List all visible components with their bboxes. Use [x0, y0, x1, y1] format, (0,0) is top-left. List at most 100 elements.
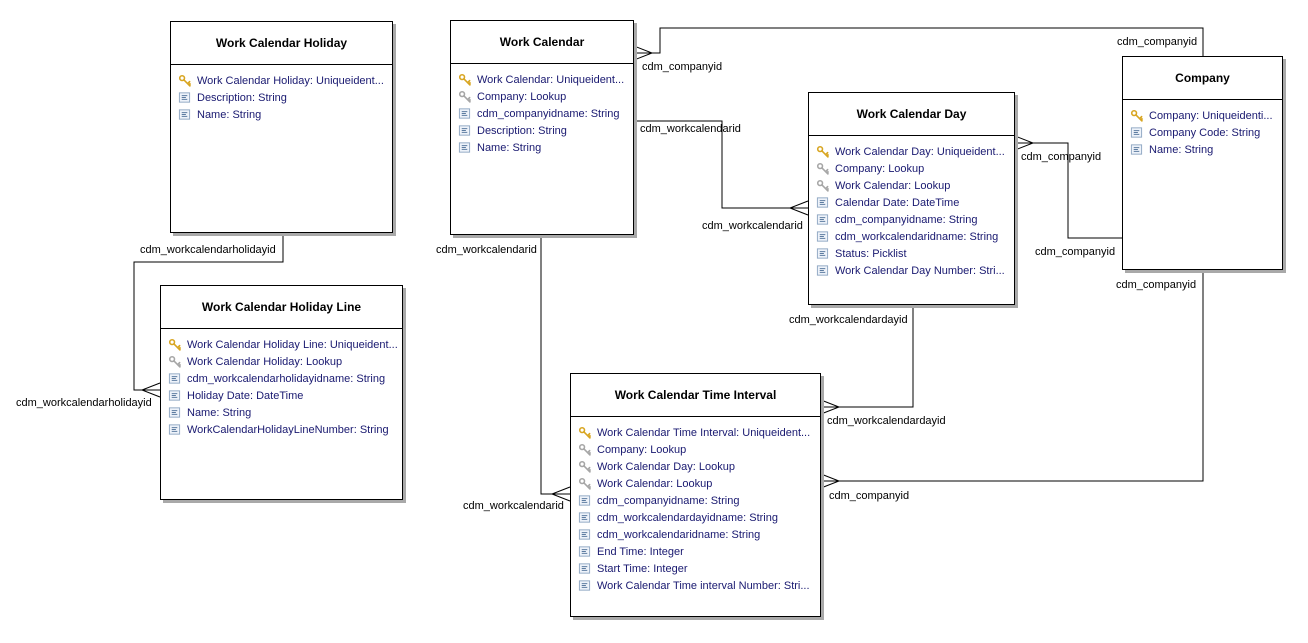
field-label: Company Code: String	[1149, 126, 1261, 139]
foreign-key-icon	[458, 90, 473, 104]
attribute-icon	[578, 528, 593, 542]
field-row: Description: String	[458, 122, 630, 139]
field-row: Work Calendar Holiday Line: Uniqueident.…	[168, 336, 399, 353]
connector-label: cdm_workcalendarid	[463, 500, 564, 512]
connector-work-calendar-day-company[interactable]	[1014, 135, 1122, 239]
field-row: Work Calendar Day Number: Stri...	[816, 262, 1011, 279]
field-row: Work Calendar Day: Lookup	[578, 458, 817, 475]
field-label: Work Calendar Holiday: Uniqueident...	[197, 74, 384, 87]
field-label: Name: String	[197, 108, 262, 121]
connector-label: cdm_workcalendarholidayid	[140, 244, 276, 256]
attribute-icon	[816, 247, 831, 261]
field-row: WorkCalendarHolidayLineNumber: String	[168, 421, 399, 438]
primary-key-icon	[1130, 109, 1145, 123]
connector-label: cdm_workcalendardayid	[827, 415, 946, 427]
entity-field-list: Work Calendar: Uniqueident... Company: L…	[451, 64, 633, 156]
entity-work-calendar-time-interval[interactable]: Work Calendar Time Interval Work Calenda…	[570, 373, 821, 617]
field-label: cdm_companyidname: String	[835, 213, 978, 226]
field-label: Work Calendar: Uniqueident...	[477, 73, 625, 86]
entity-work-calendar-day[interactable]: Work Calendar Day Work Calendar Day: Uni…	[808, 92, 1015, 305]
field-label: cdm_companyidname: String	[477, 107, 620, 120]
attribute-icon	[178, 91, 193, 105]
connector-label: cdm_workcalendarid	[702, 220, 803, 232]
attribute-icon	[578, 511, 593, 525]
connector-label: cdm_companyid	[1116, 279, 1197, 291]
field-label: Description: String	[477, 124, 567, 137]
field-row: cdm_companyidname: String	[816, 211, 1011, 228]
field-label: cdm_workcalendarholidayidname: String	[187, 372, 386, 385]
entity-work-calendar[interactable]: Work Calendar Work Calendar: Uniqueident…	[450, 20, 634, 235]
field-row: Work Calendar: Uniqueident...	[458, 71, 630, 88]
connector-holiday-holiday-line[interactable]	[133, 233, 284, 398]
primary-key-icon	[168, 338, 183, 352]
field-row: Work Calendar Time Interval: Uniqueident…	[578, 424, 817, 441]
connector-label: cdm_workcalendarholidayid	[16, 397, 152, 409]
connector-label: cdm_companyid	[1021, 151, 1102, 163]
field-label: Status: Picklist	[835, 247, 907, 260]
entity-company[interactable]: Company Company: Uniqueidenti... Company…	[1122, 56, 1283, 270]
primary-key-icon	[458, 73, 473, 87]
connector-work-calendar-day-time-interval[interactable]	[820, 305, 914, 415]
connector-label: cdm_companyid	[829, 490, 910, 502]
entity-work-calendar-holiday[interactable]: Work Calendar Holiday Work Calendar Holi…	[170, 21, 393, 233]
foreign-key-icon	[578, 443, 593, 457]
foreign-key-icon	[816, 179, 831, 193]
entity-title: Company	[1123, 57, 1282, 100]
entity-field-list: Company: Uniqueidenti... Company Code: S…	[1123, 100, 1282, 158]
attribute-icon	[816, 230, 831, 244]
field-row: Name: String	[458, 139, 630, 156]
foreign-key-icon	[168, 355, 183, 369]
connector-label: cdm_workcalendardayid	[789, 314, 908, 326]
field-label: Work Calendar Holiday: Lookup	[187, 355, 343, 368]
attribute-icon	[816, 196, 831, 210]
attribute-icon	[168, 423, 183, 437]
connector-work-calendar-time-interval[interactable]	[540, 235, 571, 502]
field-row: Company: Lookup	[578, 441, 817, 458]
field-label: Calendar Date: DateTime	[835, 196, 960, 209]
field-label: cdm_workcalendaridname: String	[597, 528, 761, 541]
field-row: Name: String	[1130, 141, 1279, 158]
field-label: Work Calendar Day: Lookup	[597, 460, 735, 473]
connector-work-calendar-company[interactable]	[633, 27, 1204, 61]
connector-label: cdm_companyid	[1117, 36, 1198, 48]
entity-field-list: Work Calendar Holiday Line: Uniqueident.…	[161, 329, 402, 438]
field-row: Work Calendar: Lookup	[578, 475, 817, 492]
field-label: Work Calendar Time interval Number: Stri…	[597, 579, 810, 592]
primary-key-icon	[178, 74, 193, 88]
attribute-icon	[816, 264, 831, 278]
field-row: Start Time: Integer	[578, 560, 817, 577]
field-row: Name: String	[168, 404, 399, 421]
entity-field-list: Work Calendar Day: Uniqueident... Compan…	[809, 136, 1014, 279]
field-label: cdm_workcalendaridname: String	[835, 230, 999, 243]
field-row: Company Code: String	[1130, 124, 1279, 141]
field-row: Company: Lookup	[816, 160, 1011, 177]
connector-time-interval-company[interactable]	[820, 270, 1204, 489]
field-row: Work Calendar Holiday: Uniqueident...	[178, 72, 389, 89]
field-row: Work Calendar Time interval Number: Stri…	[578, 577, 817, 594]
field-row: Work Calendar Day: Uniqueident...	[816, 143, 1011, 160]
field-label: WorkCalendarHolidayLineNumber: String	[187, 423, 389, 436]
field-label: Holiday Date: DateTime	[187, 389, 304, 402]
attribute-icon	[178, 108, 193, 122]
connector-work-calendar-work-calendar-day[interactable]	[634, 120, 809, 216]
attribute-icon	[1130, 143, 1145, 157]
field-label: Work Calendar Time Interval: Uniqueident…	[597, 426, 811, 439]
field-label: cdm_companyidname: String	[597, 494, 740, 507]
foreign-key-icon	[578, 477, 593, 491]
field-label: Description: String	[197, 91, 287, 104]
attribute-icon	[1130, 126, 1145, 140]
field-row: cdm_companyidname: String	[578, 492, 817, 509]
field-row: Calendar Date: DateTime	[816, 194, 1011, 211]
attribute-icon	[578, 494, 593, 508]
field-label: Work Calendar Day: Uniqueident...	[835, 145, 1005, 158]
attribute-icon	[458, 124, 473, 138]
field-label: Company: Uniqueidenti...	[1149, 109, 1273, 122]
entity-title: Work Calendar Time Interval	[571, 374, 820, 417]
field-label: Start Time: Integer	[597, 562, 688, 575]
entity-field-list: Work Calendar Time Interval: Uniqueident…	[571, 417, 820, 594]
entity-title: Work Calendar Holiday Line	[161, 286, 402, 329]
field-label: Work Calendar: Lookup	[597, 477, 713, 490]
entity-work-calendar-holiday-line[interactable]: Work Calendar Holiday Line Work Calendar…	[160, 285, 403, 500]
